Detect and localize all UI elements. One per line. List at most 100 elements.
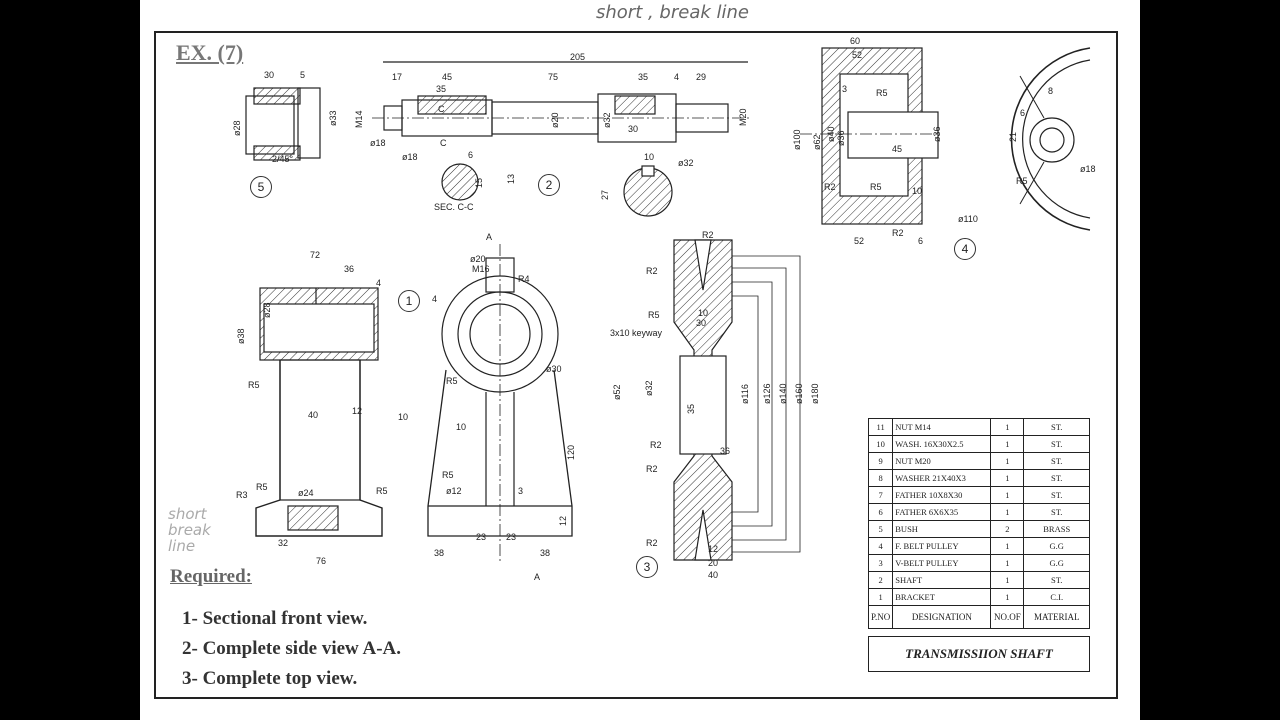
- dimension-label: ø36: [836, 130, 846, 146]
- bom-cell-pno: 7: [867, 486, 894, 504]
- dimension-label: R4: [518, 274, 530, 284]
- bom-header-qty: NO.OF: [990, 605, 1025, 629]
- dimension-label: ø40: [826, 126, 836, 142]
- dimension-label: ø36: [932, 126, 942, 142]
- dimension-label: 36: [344, 264, 354, 274]
- dimension-label: ø20: [470, 254, 486, 264]
- bom-cell-pno: 8: [867, 469, 894, 487]
- dimension-label: R5: [1016, 176, 1028, 186]
- dimension-label: R2: [824, 182, 836, 192]
- drawing-border: [154, 31, 1118, 699]
- dimension-label: R5: [870, 182, 882, 192]
- dimension-label: M16: [472, 264, 490, 274]
- bom-cell-material: ST.: [1023, 571, 1090, 589]
- dimension-label: 10: [698, 308, 708, 318]
- bom-cell-pno: 5: [867, 520, 894, 538]
- dimension-label: R5: [648, 310, 660, 320]
- dimension-label: 12: [558, 516, 568, 526]
- bracket-side-view: [427, 244, 573, 562]
- dimension-label: ø12: [446, 486, 462, 496]
- bom-cell-designation: BUSH: [892, 520, 992, 538]
- dimension-label: ø30: [546, 364, 562, 374]
- dimension-label: 23: [506, 532, 516, 542]
- bom-cell-designation: FATHER 6X6X35: [892, 503, 992, 521]
- required-heading: Required:: [170, 566, 252, 587]
- bom-cell-designation: WASHER 21X40X3: [892, 469, 992, 487]
- dimension-label: C: [440, 138, 447, 148]
- bom-cell-qty: 1: [990, 452, 1025, 470]
- dimension-label: 3: [842, 84, 847, 94]
- balloon-part-2: 2: [538, 174, 560, 196]
- bom-cell-material: G.G: [1023, 554, 1090, 572]
- dimension-label: 6: [468, 150, 473, 160]
- bom-cell-pno: 10: [867, 435, 894, 453]
- exercise-label: EX. (7): [176, 40, 244, 65]
- dimension-label: ø18: [1080, 164, 1096, 174]
- dimension-label: 4: [674, 72, 679, 82]
- dimension-label: 5: [300, 70, 305, 80]
- bom-cell-designation: BRACKET: [892, 588, 992, 606]
- bom-cell-designation: NUT M14: [892, 418, 992, 436]
- dimension-label: ø28: [232, 120, 242, 136]
- bom-cell-material: ST.: [1023, 435, 1090, 453]
- dimension-label: ø20: [550, 112, 560, 128]
- bom-cell-material: ST.: [1023, 503, 1090, 521]
- bush-view: [245, 87, 321, 161]
- dimension-label: 23: [476, 532, 486, 542]
- bom-cell-qty: 1: [990, 469, 1025, 487]
- bom-cell-designation: SHAFT: [892, 571, 992, 589]
- dimension-label: 10: [912, 186, 922, 196]
- bom-cell-qty: 1: [990, 418, 1025, 436]
- dimension-label: 38: [434, 548, 444, 558]
- balloon-part-3: 3: [636, 556, 658, 578]
- handwritten-note-left: short break line: [168, 505, 211, 555]
- dimension-label: 30: [696, 318, 706, 328]
- dimension-label: 10: [456, 422, 466, 432]
- dimension-label: 45: [442, 72, 452, 82]
- bom-cell-qty: 1: [990, 554, 1025, 572]
- dimension-label: 10: [644, 152, 654, 162]
- dimension-label: 205: [570, 52, 585, 62]
- dimension-label: 120: [566, 445, 576, 460]
- dimension-label: R2: [646, 464, 658, 474]
- dimension-label: ø180: [810, 383, 820, 404]
- dimension-label: R2: [646, 538, 658, 548]
- dimension-label: 30: [628, 124, 638, 134]
- dimension-label: R5: [442, 470, 454, 480]
- bom-header-designation: DESIGNATION: [892, 605, 992, 629]
- dimension-label: R2: [650, 440, 662, 450]
- bom-cell-pno: 2: [867, 571, 894, 589]
- dimension-label: R5: [256, 482, 268, 492]
- dimension-label: SEC. C-C: [434, 202, 474, 212]
- bom-cell-qty: 1: [990, 588, 1025, 606]
- bom-cell-qty: 1: [990, 571, 1025, 589]
- dimension-label: 35: [686, 404, 696, 414]
- bom-cell-material: G.G: [1023, 537, 1090, 555]
- bracket-front-view: [255, 287, 383, 537]
- balloon-part-5: 5: [250, 176, 272, 198]
- drawing-title-block: TRANSMISSIION SHAFT: [868, 636, 1090, 672]
- dimension-label: M20: [738, 108, 748, 126]
- bom-cell-material: ST.: [1023, 469, 1090, 487]
- requirement-1: 1- Sectional front view.: [182, 608, 368, 629]
- balloon-part-1: 1: [398, 290, 420, 312]
- dimension-label: R5: [876, 88, 888, 98]
- dimension-label: 45: [892, 144, 902, 154]
- dimension-label: 3x10 keyway: [610, 328, 663, 338]
- dimension-label: R5: [446, 376, 458, 386]
- dimension-label: R2: [892, 228, 904, 238]
- dimension-label: R3: [236, 490, 248, 500]
- dimension-label: ø160: [794, 383, 804, 404]
- bom-cell-qty: 1: [990, 486, 1025, 504]
- flat-belt-pulley-view: [800, 47, 1091, 231]
- bom-cell-qty: 1: [990, 435, 1025, 453]
- dimension-label: ø32: [644, 380, 654, 396]
